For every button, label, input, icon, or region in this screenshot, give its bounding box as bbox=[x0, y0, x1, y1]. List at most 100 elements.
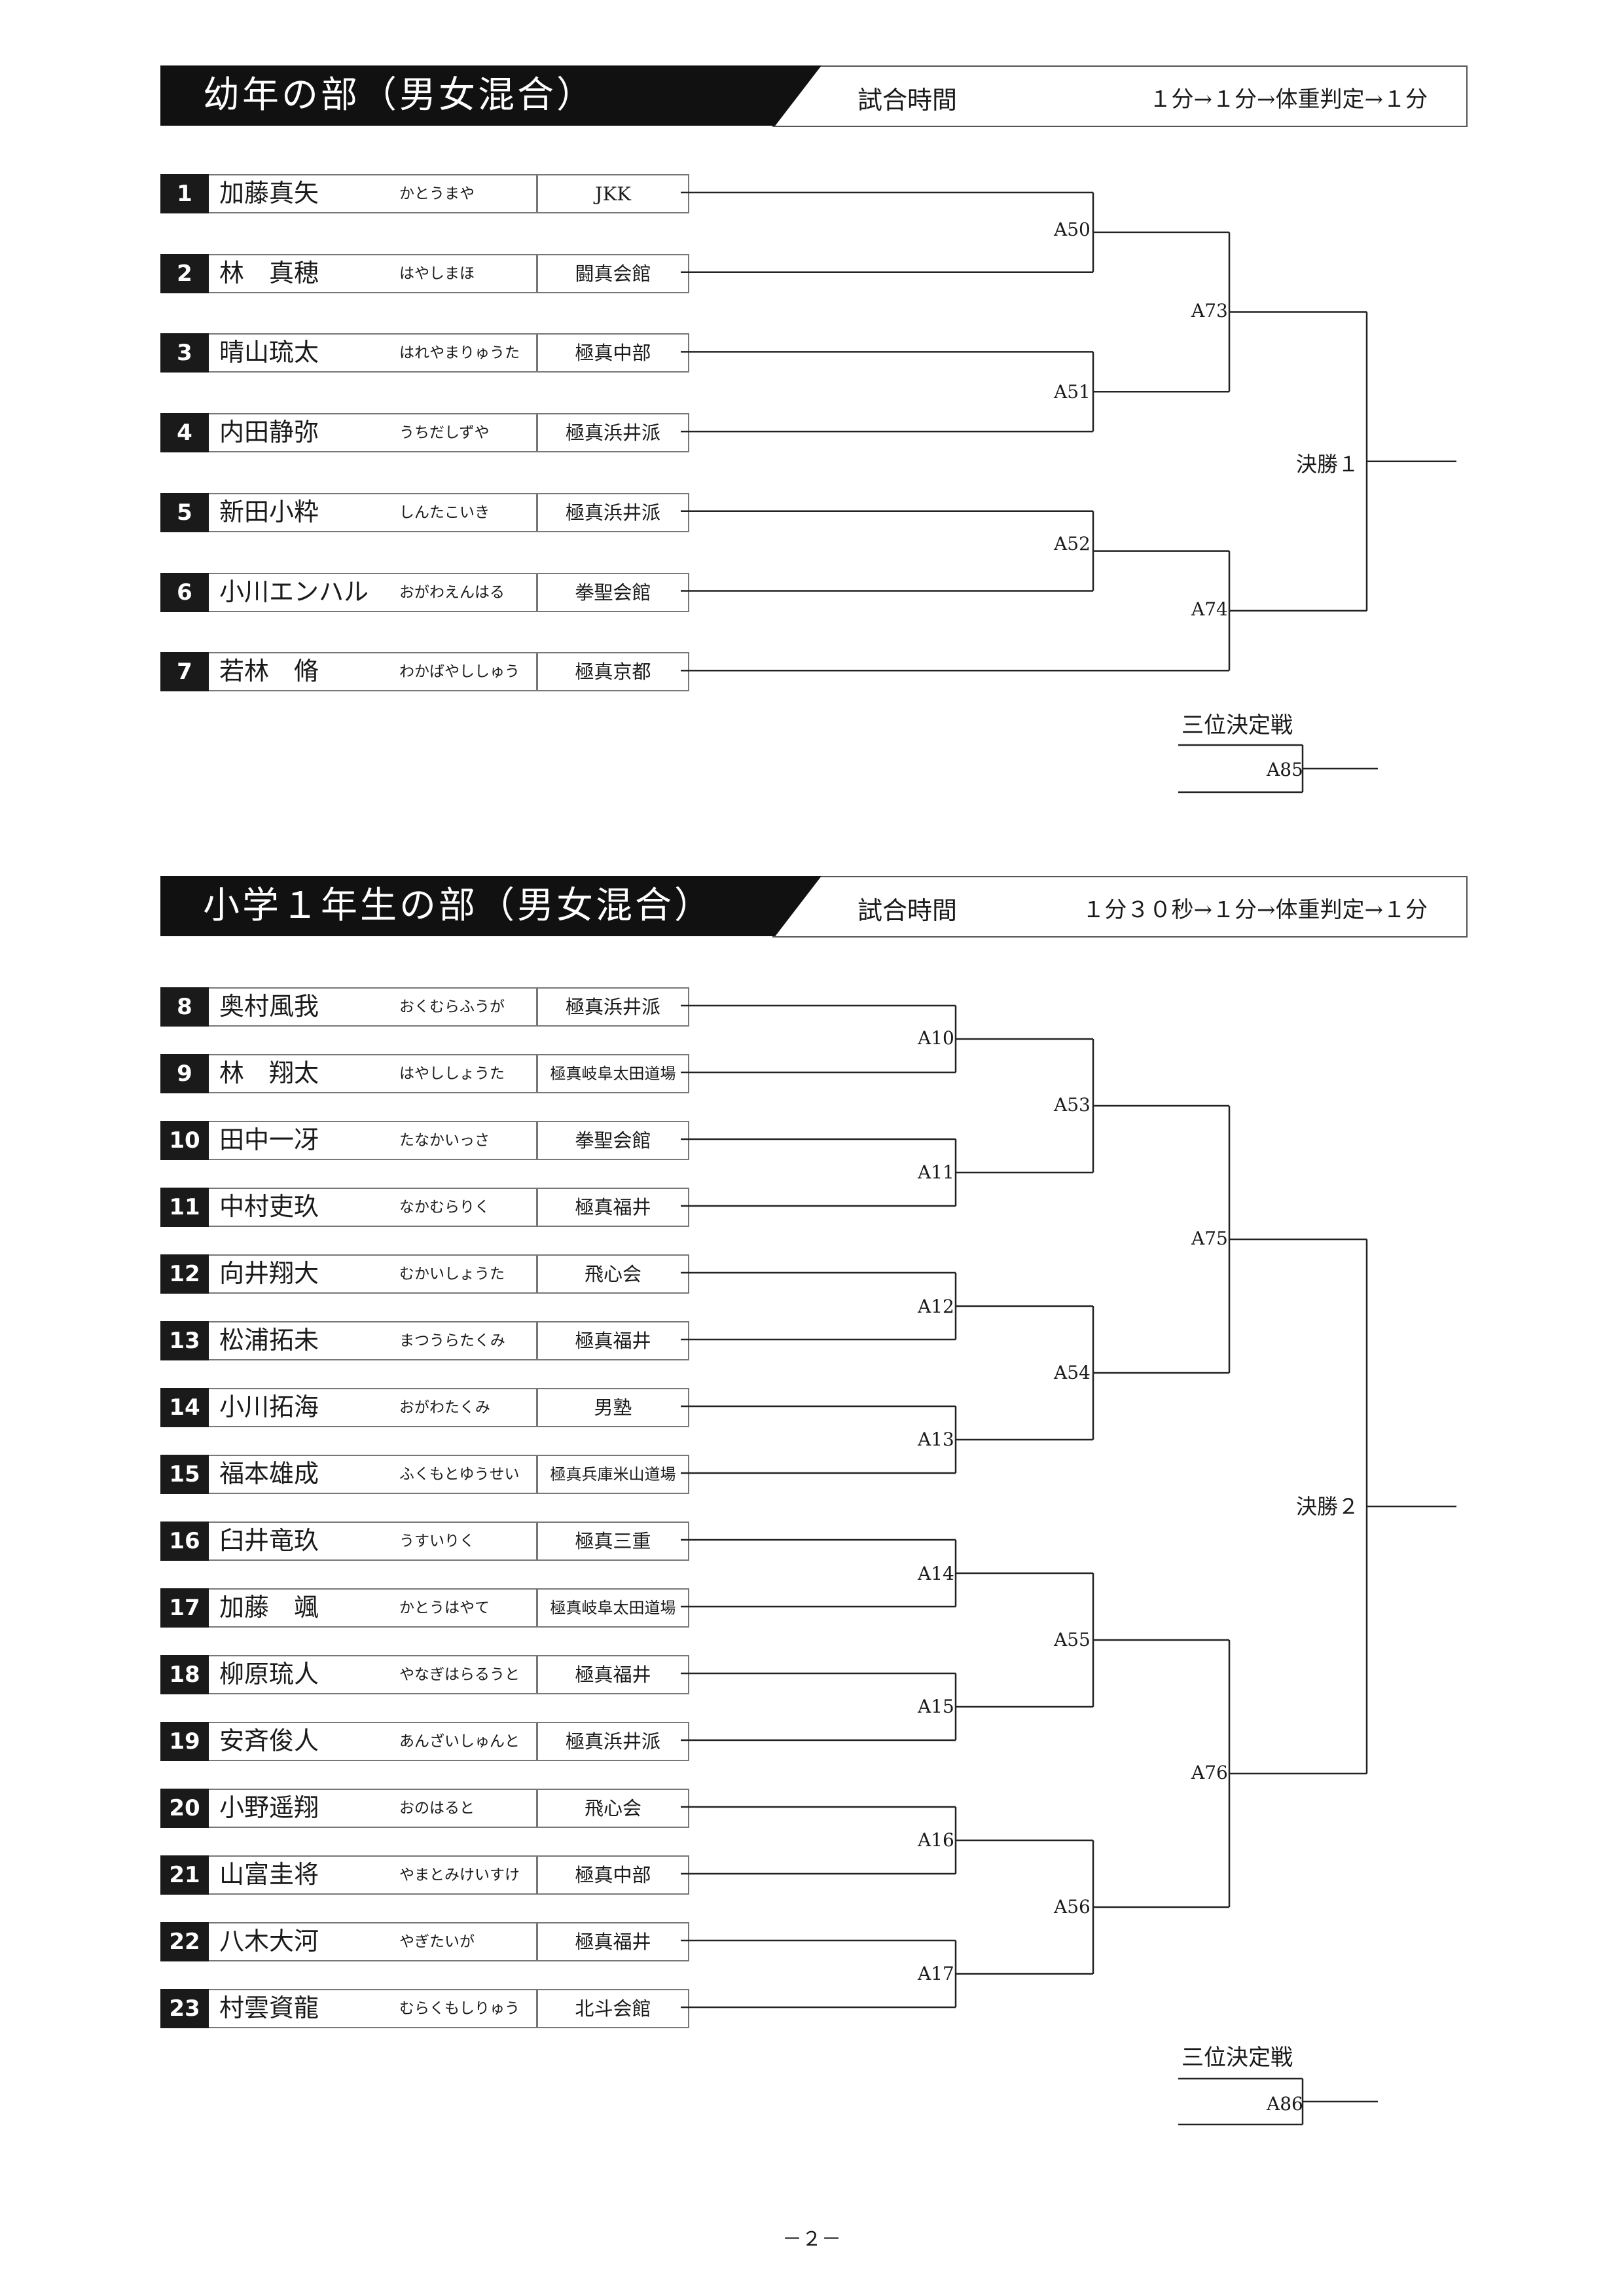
dojo-name: 男塾 bbox=[537, 1388, 689, 1427]
competitor-kana: はれやまりゅうた bbox=[399, 344, 520, 362]
seed-number: 16 bbox=[160, 1522, 209, 1561]
competitor-name: 新田小粋 bbox=[219, 497, 319, 526]
competitor-name: 若林 脩 bbox=[219, 657, 319, 686]
competitor-name: 福本雄成 bbox=[219, 1459, 319, 1488]
seed-number: 14 bbox=[160, 1388, 209, 1427]
competitor-kana: まつうらたくみ bbox=[399, 1332, 505, 1349]
competitor-kana: うすいりく bbox=[399, 1533, 475, 1550]
third-place-label: 三位決定戦 bbox=[1182, 712, 1293, 738]
match-label: A75 bbox=[1191, 1228, 1228, 1249]
header-frame bbox=[772, 65, 1468, 127]
competitor-kana: かとうはやて bbox=[399, 1599, 490, 1616]
match-label: A17 bbox=[918, 1963, 954, 1984]
match-label: A12 bbox=[918, 1296, 954, 1317]
competitor-kana: あんざいしゅんと bbox=[399, 1733, 520, 1750]
competitor-name: 小川拓海 bbox=[219, 1393, 319, 1421]
entry-row: 2 林 真穂 はやしまほ 闘真会館 bbox=[160, 253, 689, 293]
competitor-name: 松浦拓未 bbox=[219, 1326, 319, 1355]
competitor-kana: やぎたいが bbox=[399, 1933, 475, 1950]
competitor-name: 小川エンハル bbox=[219, 577, 369, 606]
dojo-name: 極真兵庫米山道場 bbox=[537, 1455, 689, 1494]
seed-number: 7 bbox=[160, 652, 209, 692]
third-place-label: 三位決定戦 bbox=[1182, 2045, 1293, 2071]
seed-number: 10 bbox=[160, 1121, 209, 1160]
match-label: A16 bbox=[918, 1829, 954, 1851]
competitor-name: 林 真穂 bbox=[219, 258, 319, 287]
dojo-name: 極真浜井派 bbox=[537, 492, 689, 532]
dojo-name: 極真浜井派 bbox=[537, 413, 689, 453]
header-frame bbox=[772, 876, 1468, 938]
entry-row: 7 若林 脩 わかばやししゅう極真京都 bbox=[160, 652, 689, 692]
seed-number: 6 bbox=[160, 572, 209, 612]
seed-number: 2 bbox=[160, 253, 209, 293]
competitor-name: 臼井竜玖 bbox=[219, 1526, 319, 1555]
dojo-name: 極真中部 bbox=[537, 333, 689, 373]
seed-number: 11 bbox=[160, 1188, 209, 1227]
seed-number: 13 bbox=[160, 1321, 209, 1360]
seed-number: 12 bbox=[160, 1254, 209, 1294]
competitor-kana: むかいしょうた bbox=[399, 1266, 505, 1283]
competitor-name: 中村吏玖 bbox=[219, 1192, 319, 1221]
seed-number: 23 bbox=[160, 1989, 209, 2028]
dojo-name: JKK bbox=[537, 174, 689, 213]
competitor-name: 安斉俊人 bbox=[219, 1726, 319, 1755]
section-header: 小学１年生の部（男女混合） 試合時間 １分３０秒→１分→体重判定→１分 bbox=[0, 876, 1624, 941]
section-title: 幼年の部（男女混合） bbox=[203, 74, 596, 117]
competitor-kana: むらくもしりゅう bbox=[399, 2000, 520, 2017]
seed-number: 21 bbox=[160, 1855, 209, 1895]
match-label: A14 bbox=[918, 1563, 954, 1584]
competitor-kana: おのはると bbox=[399, 1800, 475, 1817]
match-label: A15 bbox=[918, 1696, 954, 1717]
final-label: 決勝１ bbox=[1296, 452, 1360, 477]
dojo-name: 拳聖会館 bbox=[537, 1121, 689, 1160]
dojo-name: 極真岐阜太田道場 bbox=[537, 1054, 689, 1093]
dojo-name: 闘真会館 bbox=[537, 253, 689, 293]
final-label: 決勝２ bbox=[1296, 1494, 1360, 1519]
section-title: 小学１年生の部（男女混合） bbox=[203, 884, 713, 927]
dojo-name: 北斗会館 bbox=[537, 1989, 689, 2028]
competitor-kana: かとうまや bbox=[399, 185, 475, 202]
seed-number: 17 bbox=[160, 1588, 209, 1628]
competitor-kana: わかばやししゅう bbox=[399, 663, 520, 681]
match-label: A54 bbox=[1054, 1362, 1091, 1383]
seed-number: 5 bbox=[160, 492, 209, 532]
seed-number: 15 bbox=[160, 1455, 209, 1494]
dojo-name: 極真岐阜太田道場 bbox=[537, 1588, 689, 1628]
competitor-name: 奥村風我 bbox=[219, 992, 319, 1021]
header-banner bbox=[160, 876, 821, 936]
match-label: A74 bbox=[1191, 598, 1228, 620]
time-label: 試合時間 bbox=[857, 86, 958, 115]
seed-number: 1 bbox=[160, 174, 209, 213]
dojo-name: 極真福井 bbox=[537, 1188, 689, 1227]
competitor-name: 村雲資龍 bbox=[219, 1994, 319, 2022]
page-number: －２－ bbox=[782, 2228, 841, 2251]
time-rule: １分３０秒→１分→体重判定→１分 bbox=[1082, 897, 1428, 923]
dojo-name: 飛心会 bbox=[537, 1789, 689, 1828]
competitor-name: 田中一冴 bbox=[219, 1125, 319, 1154]
competitor-kana: やなぎはらるうと bbox=[399, 1666, 520, 1683]
dojo-name: 極真京都 bbox=[537, 652, 689, 692]
competitor-kana: はやししょうた bbox=[399, 1065, 505, 1082]
competitor-name: 山富圭将 bbox=[219, 1860, 319, 1889]
competitor-name: 小野遥翔 bbox=[219, 1793, 319, 1822]
seed-number: 19 bbox=[160, 1722, 209, 1761]
match-label: A73 bbox=[1191, 300, 1228, 321]
competitor-kana: はやしまほ bbox=[399, 264, 475, 282]
dojo-name: 拳聖会館 bbox=[537, 572, 689, 612]
entry-row: 23 村雲資龍 むらくもしりゅう北斗会館 bbox=[160, 1989, 689, 2028]
competitor-kana: おがわたくみ bbox=[399, 1399, 490, 1416]
